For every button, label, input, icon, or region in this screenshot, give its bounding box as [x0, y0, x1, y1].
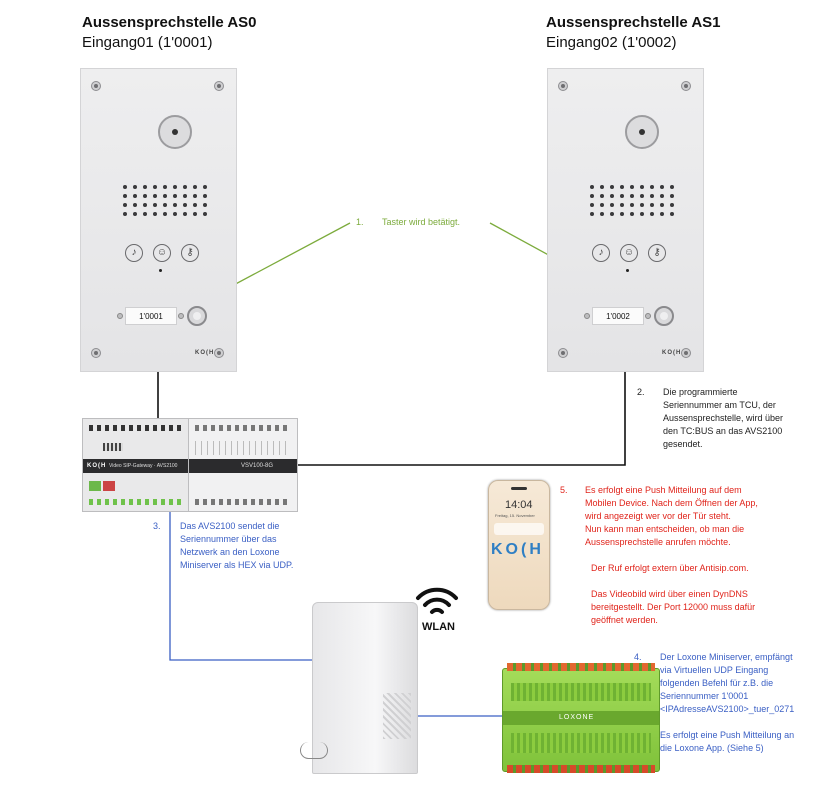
avs2100-gateway: KO(H Video SIP-Gateway · AVS2100	[82, 418, 190, 512]
camera-icon	[625, 115, 659, 149]
phone-date: Freitag, 15. November	[495, 513, 535, 518]
key-icon: ⚷	[181, 244, 199, 262]
koch-device-logo: KO(H	[87, 463, 107, 469]
network-line-avs	[169, 512, 312, 661]
step5-text: Es erfolgt eine Push Mitteilung auf dem …	[585, 485, 758, 547]
phone-brand-logo: KO(H	[491, 541, 544, 558]
camera-icon	[158, 115, 192, 149]
wlan-label: WLAN	[422, 621, 455, 633]
station-as1-subtitle: Eingang02 (1'0002)	[546, 34, 677, 51]
step5-video-info: Das Videobild wird über einen DynDNS ber…	[591, 589, 756, 625]
screw-icon	[91, 348, 101, 358]
screw-icon	[214, 81, 224, 91]
step2-text: Die programmierte Seriennummer am TCU, d…	[663, 387, 784, 449]
phone-time: 14:04	[505, 499, 533, 511]
step5-number: 5.	[560, 485, 568, 495]
status-led	[626, 269, 629, 272]
router-cable	[300, 742, 328, 759]
vsv-device-label: VSV100-8G	[241, 463, 274, 469]
key-icon: ⚷	[648, 244, 666, 262]
door-station-as1: ♪ ☺ ⚷ 1'0002 KO(H	[547, 68, 704, 372]
bell-icon: ♪	[592, 244, 610, 262]
screw-icon	[681, 81, 691, 91]
step1-text: Taster wird betätigt.	[382, 217, 461, 227]
screw-icon	[558, 81, 568, 91]
screw-icon	[178, 313, 184, 319]
call-button[interactable]	[654, 306, 674, 326]
step3-text: Das AVS2100 sendet die Seriennummer über…	[180, 521, 294, 570]
station-as0-title: Aussensprechstelle AS0	[82, 14, 257, 31]
bell-icon: ♪	[125, 244, 143, 262]
screw-icon	[584, 313, 590, 319]
talk-icon: ☺	[620, 244, 638, 262]
step4-number: 4.	[634, 652, 642, 662]
step2-number: 2.	[637, 387, 645, 397]
step3-number: 3.	[153, 521, 161, 531]
door-station-as0: ♪ ☺ ⚷ 1'0001 KO(H	[80, 68, 237, 372]
step5-call-info: Der Ruf erfolgt extern über Antisip.com.	[591, 563, 749, 573]
status-led	[159, 269, 162, 272]
wifi-icon	[416, 587, 458, 614]
speaker-grille	[590, 185, 675, 216]
screw-icon	[681, 348, 691, 358]
loxone-label: LOXONE	[559, 714, 595, 721]
screw-icon	[91, 81, 101, 91]
avs-device-label: Video SIP-Gateway · AVS2100	[109, 463, 178, 469]
screw-icon	[645, 313, 651, 319]
screw-icon	[214, 348, 224, 358]
vsv100-module: VSV100-8G	[188, 418, 298, 512]
push-notification	[494, 523, 544, 535]
wlan-router	[312, 602, 418, 774]
talk-icon: ☺	[153, 244, 171, 262]
loxone-miniserver: LOXONE	[502, 663, 660, 773]
station-as0-subtitle: Eingang01 (1'0001)	[82, 34, 213, 51]
koch-logo: KO(H	[195, 350, 215, 356]
bus-line-as1	[298, 370, 626, 466]
call-button[interactable]	[187, 306, 207, 326]
screw-icon	[117, 313, 123, 319]
step4-text: Der Loxone Miniserver, empfängt via Virt…	[660, 652, 795, 753]
koch-logo: KO(H	[662, 350, 682, 356]
mobile-phone: 14:04 Freitag, 15. November KO(H	[488, 480, 550, 610]
station-as1-title: Aussensprechstelle AS1	[546, 14, 721, 31]
nameplate-label: 1'0001	[125, 307, 177, 325]
nameplate-label: 1'0002	[592, 307, 644, 325]
screw-icon	[558, 348, 568, 358]
step1-number: 1.	[356, 217, 364, 227]
speaker-grille	[123, 185, 208, 216]
